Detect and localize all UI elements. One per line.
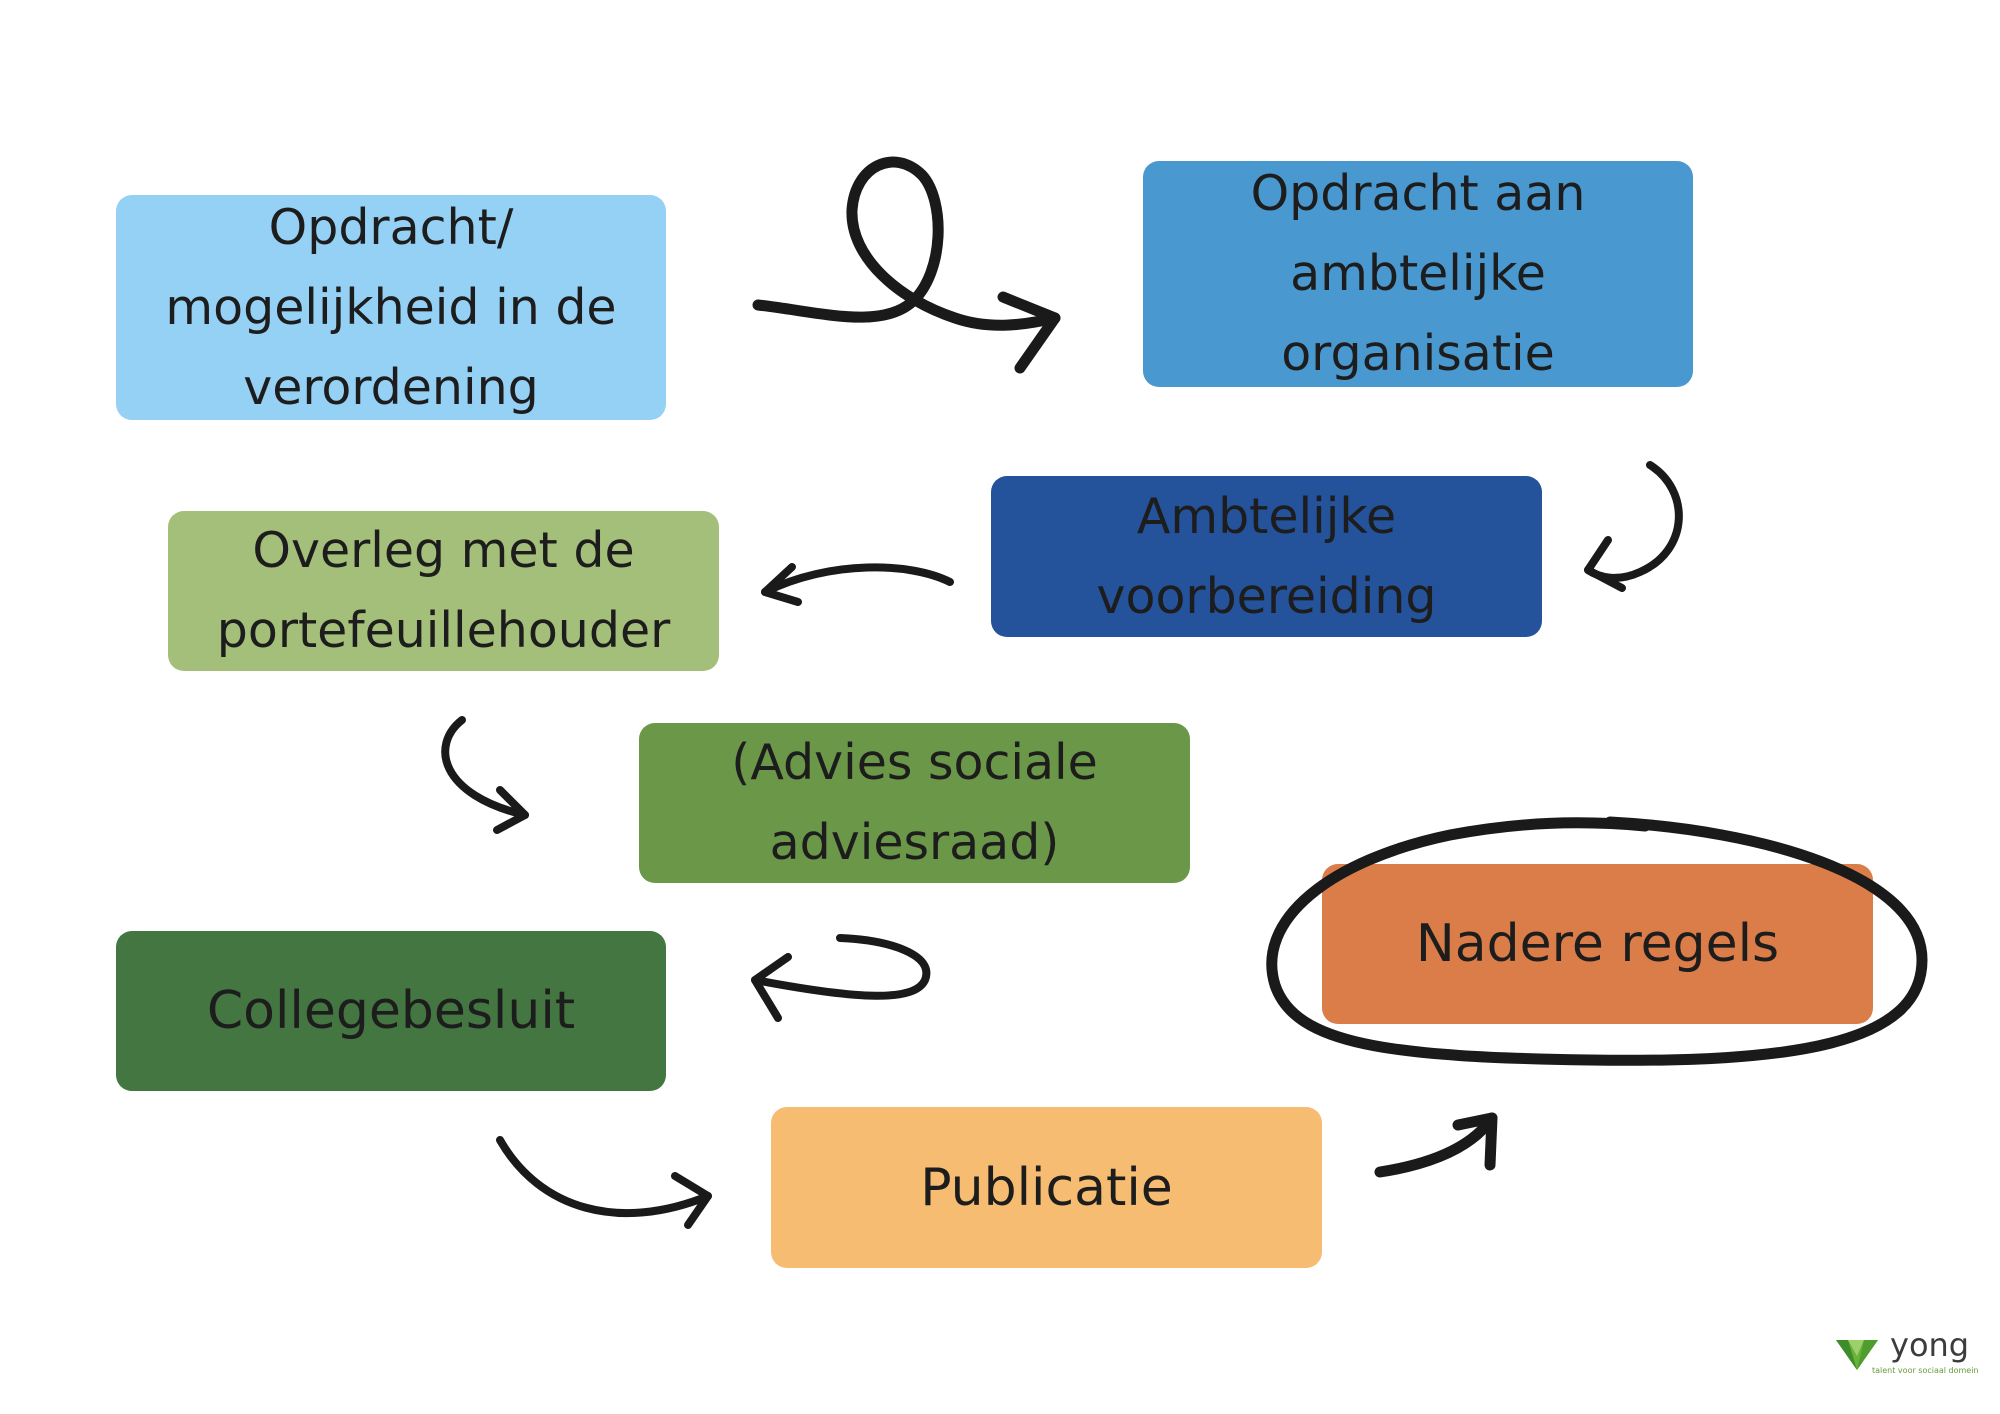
arrowhead-icon <box>997 291 1061 374</box>
hook-arrow-icon <box>751 934 931 1000</box>
loop-arrow-icon <box>752 156 1061 331</box>
step-collegebesluit: Collegebesluit <box>116 931 666 1091</box>
arrowhead-icon <box>671 1172 712 1229</box>
curved-arrow-icon <box>1584 461 1683 582</box>
curved-arrow-icon <box>761 563 954 596</box>
step-label-line: ambtelijke <box>1290 245 1546 302</box>
logo-wordmark: yong <box>1890 1326 1970 1364</box>
green-gem-logo-icon <box>1836 1340 1878 1370</box>
curved-arrow-icon <box>496 1136 712 1217</box>
step-label-line: Nadere regels <box>1415 914 1780 974</box>
arrowhead-icon <box>761 563 802 606</box>
step-label-line: (Advies sociale <box>731 734 1098 791</box>
step-label-line: adviesraad) <box>769 814 1060 871</box>
step-label-line: Collegebesluit <box>206 981 576 1041</box>
step-label-line: organisatie <box>1281 325 1555 382</box>
step-opdracht-verordening: Opdracht/ mogelijkheid in de verordening <box>116 195 666 420</box>
arrowhead-icon <box>493 786 529 834</box>
step-label-line: Publicatie <box>920 1157 1173 1218</box>
step-label-line: verordening <box>243 358 539 416</box>
step-opdracht-ambtelijke-organisatie: Opdracht aan ambtelijke organisatie <box>1143 161 1693 387</box>
logo-tagline: talent voor sociaal domein <box>1872 1366 1979 1375</box>
step-label-line: portefeuillehouder <box>216 602 671 659</box>
step-label-line: Opdracht/ <box>268 198 514 256</box>
step-ambtelijke-voorbereiding: Ambtelijke voorbereiding <box>991 476 1542 637</box>
curved-arrow-icon <box>441 716 529 819</box>
step-label-line: voorbereiding <box>1096 567 1437 625</box>
step-label-line: Overleg met de <box>252 522 635 579</box>
arrowhead-icon <box>1584 536 1626 592</box>
step-label-line: Ambtelijke <box>1136 487 1397 545</box>
step-overleg-portefeuillehouder: Overleg met de portefeuillehouder <box>168 511 719 671</box>
step-advies-sociale-adviesraad: (Advies sociale adviesraad) <box>639 723 1190 883</box>
curved-arrow-icon <box>1374 1112 1498 1178</box>
yong-logo: yong talent voor sociaal domein <box>1834 1326 1979 1382</box>
arrowhead-icon <box>751 953 792 1022</box>
step-label-line: Opdracht aan <box>1250 165 1586 222</box>
arrowhead-icon <box>1452 1112 1498 1171</box>
step-nadere-regels: Nadere regels <box>1322 864 1873 1024</box>
step-publicatie: Publicatie <box>771 1107 1322 1268</box>
step-label-line: mogelijkheid in de <box>165 278 617 336</box>
